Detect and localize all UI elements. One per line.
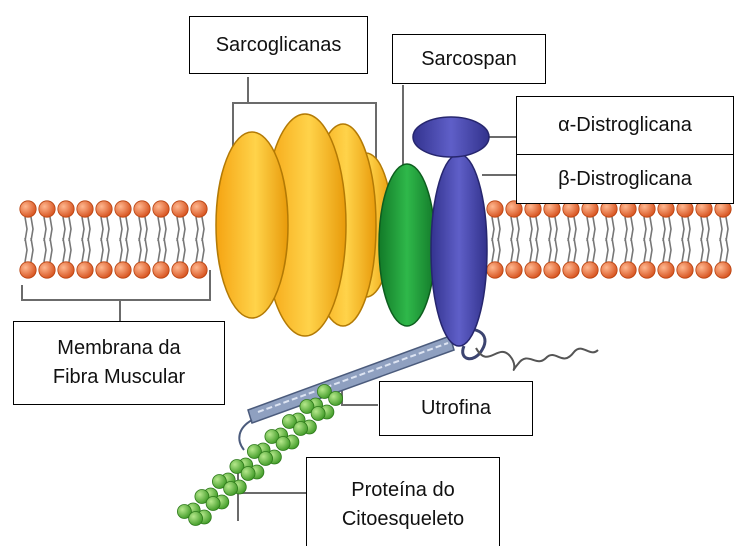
actin-bead [241, 467, 255, 481]
lipid-molecule [20, 201, 36, 241]
label-beta-distroglicana: β-Distroglicana [516, 154, 734, 204]
lipid-molecule [77, 201, 93, 241]
sarcospan-protein [379, 164, 435, 326]
lipid-molecule [153, 238, 169, 278]
sarcoglycan-complex [216, 114, 392, 336]
lipid-molecule [58, 238, 74, 278]
lipid-molecule [96, 201, 112, 241]
label-proteina-line1: Proteína do [342, 476, 464, 505]
utrophin-tail [476, 348, 598, 370]
lipid-molecule [601, 238, 617, 278]
lipid-molecule [115, 238, 131, 278]
lipid-molecule [525, 238, 541, 278]
lipid-molecule [172, 238, 188, 278]
lipid-molecule [563, 201, 579, 241]
lipid-molecule [677, 238, 693, 278]
lipid-molecule [20, 238, 36, 278]
lipid-molecule [658, 201, 674, 241]
lipid-molecule [58, 201, 74, 241]
lipid-molecule [620, 201, 636, 241]
alpha-dystroglycan [413, 117, 489, 157]
actin-bead [276, 437, 290, 451]
lipid-molecule [544, 238, 560, 278]
lipid-molecule [696, 201, 712, 241]
lipid-molecule [77, 238, 93, 278]
lipid-molecule [525, 201, 541, 241]
actin-bead [329, 392, 343, 406]
lipid-molecule [677, 201, 693, 241]
label-alpha-distroglicana: α-Distroglicana [516, 96, 734, 155]
actin-bead [294, 422, 308, 436]
lipid-molecule [153, 201, 169, 241]
label-membrana-line1: Membrana da [53, 334, 185, 363]
label-sarcospan: Sarcospan [392, 34, 546, 84]
actin-bead [224, 482, 238, 496]
lipid-molecule [39, 201, 55, 241]
lipid-molecule [134, 238, 150, 278]
lipid-molecule [506, 238, 522, 278]
beta-dystroglycan [431, 154, 487, 346]
lipid-molecule [115, 201, 131, 241]
label-membrana: Membrana da Fibra Muscular [13, 321, 225, 405]
label-sarcospan-text: Sarcospan [421, 45, 517, 74]
lipid-molecule [601, 201, 617, 241]
label-sarcoglicanas: Sarcoglicanas [189, 16, 368, 74]
actin-bead [189, 512, 203, 526]
label-membrana-line2: Fibra Muscular [53, 363, 185, 392]
lipid-molecule [191, 238, 207, 278]
lipid-molecule [620, 238, 636, 278]
lipid-molecule [582, 201, 598, 241]
lipid-molecule [487, 238, 503, 278]
label-utrofina: Utrofina [379, 381, 533, 436]
lipid-molecule [715, 201, 731, 241]
lipid-molecule [658, 238, 674, 278]
label-utrofina-text: Utrofina [421, 394, 491, 423]
label-sarcoglicanas-text: Sarcoglicanas [216, 31, 342, 60]
lipid-molecule [639, 201, 655, 241]
lipid-molecule [134, 201, 150, 241]
lipid-molecule [487, 201, 503, 241]
label-proteina-line2: Citoesqueleto [342, 505, 464, 534]
label-proteina-citoesqueleto: Proteína do Citoesqueleto [306, 457, 500, 546]
actin-bead [259, 452, 273, 466]
label-beta-distroglicana-text: β-Distroglicana [558, 165, 692, 194]
lipid-molecule [639, 238, 655, 278]
lipid-molecule [715, 238, 731, 278]
lipid-molecule [172, 201, 188, 241]
lipid-molecule [563, 238, 579, 278]
label-alpha-distroglicana-text: α-Distroglicana [558, 111, 692, 140]
lipid-molecule [544, 201, 560, 241]
lipid-molecule [96, 238, 112, 278]
actin-bead [206, 497, 220, 511]
lipid-molecule [191, 201, 207, 241]
lipid-molecule [39, 238, 55, 278]
lipid-molecule [696, 238, 712, 278]
lipid-molecule [506, 201, 522, 241]
lipid-molecule [582, 238, 598, 278]
actin-bead [311, 407, 325, 421]
